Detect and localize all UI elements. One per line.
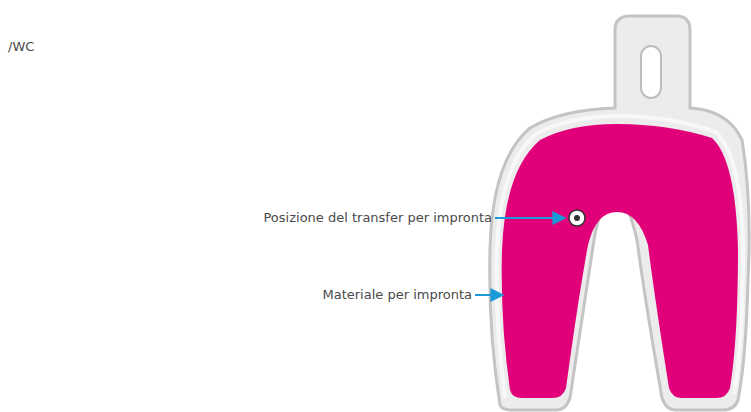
tray-shell [490,16,749,410]
part-label: Posizione del transfer per impronta [263,209,492,227]
tray-inner-rim [497,116,743,398]
transfer-marker-core [574,215,580,221]
impression-material [502,124,738,398]
leader-arrow [495,217,565,219]
cut-off-label: /WC [8,38,34,56]
transfer-marker [569,210,585,226]
handle-slot [641,46,661,98]
leader-line [475,294,495,296]
part-label: Materiale per impronta [322,286,472,304]
